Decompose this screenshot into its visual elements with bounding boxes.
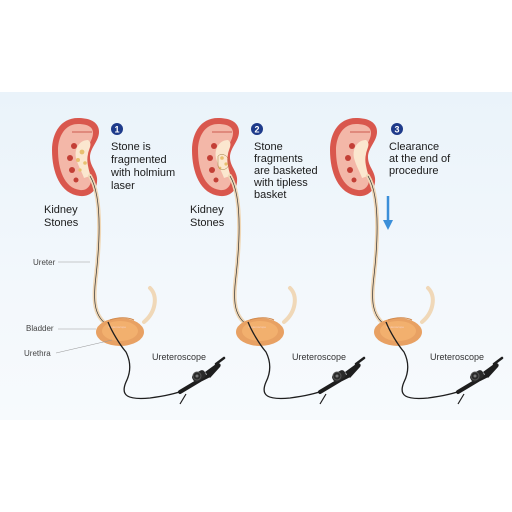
svg-text:Ureteroscope: Ureteroscope (108, 325, 126, 329)
ureter-outline-1 (89, 175, 107, 325)
bladder-2: Ureteroscope (236, 317, 284, 346)
ureteroscope-device-2 (318, 356, 366, 405)
svg-text:Ureteroscope: Ureteroscope (248, 325, 266, 329)
bladder-1: Ureteroscope (96, 317, 144, 346)
kidney-stones-label-1: Kidney Stones (44, 204, 81, 229)
step-badge-2: 2 (251, 123, 263, 135)
kidney-3 (330, 118, 377, 197)
kidney-stone-fragments-1 (76, 149, 87, 172)
step-number-2: 2 (254, 125, 259, 135)
scope-cable-3 (385, 321, 464, 400)
tissue-curve-2 (282, 286, 297, 324)
panel-step-1: Ureteroscope 1 Stone is fragmented with … (44, 118, 226, 405)
scope-cable-1 (107, 321, 186, 400)
tissue-curve-3 (420, 286, 435, 324)
step-number-1: 1 (114, 125, 119, 135)
ureter-label: Ureter (33, 258, 56, 267)
withdrawal-arrow (383, 196, 393, 230)
panel-step-3: Ureteroscope 3 Clearance at the end of p… (330, 118, 504, 405)
step-number-3: 3 (394, 125, 399, 135)
urethra-label: Urethra (24, 349, 51, 358)
bladder-3: Ureteroscope (374, 317, 422, 346)
side-labels: Ureter Bladder Urethra (24, 258, 113, 358)
ureteroscope-label-3: Ureteroscope (430, 352, 484, 362)
basketed-fragments-2 (217, 154, 230, 170)
ureteroscope-device-1 (178, 356, 226, 405)
ureter-outline-2 (229, 175, 247, 325)
ureteroscope-device-3 (456, 356, 504, 405)
ureter-outline-3 (367, 175, 385, 325)
bladder-label: Bladder (26, 324, 54, 333)
kidney-2 (192, 118, 239, 197)
step-title-3: Clearance at the end of procedure (389, 141, 453, 177)
panel-step-2: Ureteroscope 2 Stone fragments are baske… (190, 118, 366, 405)
scope-cable-2 (247, 321, 326, 400)
step-badge-3: 3 (391, 123, 403, 135)
ureteroscope-label-2: Ureteroscope (292, 352, 346, 362)
step-title-2: Stone fragments are basketed with tiples… (253, 141, 321, 201)
step-badge-1: 1 (111, 123, 123, 135)
step-title-1: Stone is fragmented with holmium laser (110, 141, 178, 192)
kidney-stones-label-2: Kidney Stones (190, 204, 227, 229)
kidney-1 (52, 118, 99, 197)
ureteroscope-label-1: Ureteroscope (152, 352, 206, 362)
tissue-curve-1 (142, 286, 157, 324)
svg-text:Ureteroscope: Ureteroscope (386, 325, 404, 329)
